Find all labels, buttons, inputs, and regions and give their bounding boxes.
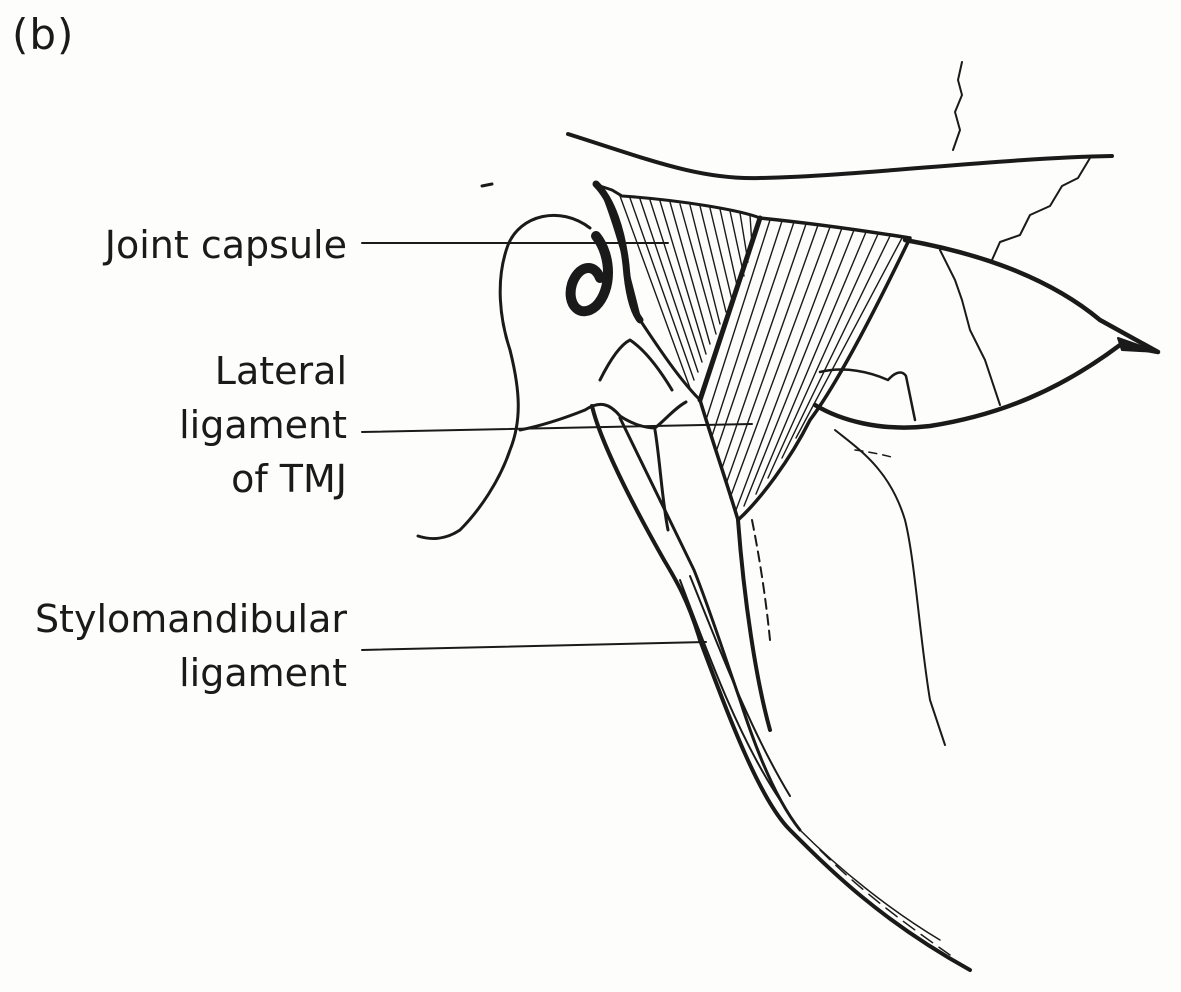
stylomandibular-ligament-line [799, 829, 941, 941]
stylomandibular-ligament-line [819, 849, 951, 956]
leader-line-stylomandibular [361, 641, 707, 651]
callout-text: of TMJ [231, 457, 347, 501]
styloid-process [590, 404, 972, 972]
condylar-neck [736, 518, 772, 732]
callout-stylomandibular-ligament: Stylomandibular ligament [35, 592, 347, 700]
cranial-suture [991, 157, 1091, 261]
zygomatic-arch-outline [566, 132, 1114, 181]
callout-lateral-ligament: Lateral ligament of TMJ [179, 344, 347, 506]
styloid-inner [618, 416, 802, 832]
temporal-bone-outline [518, 400, 688, 432]
panel-label: (b) [12, 10, 75, 59]
stylomandibular-ligament-line [679, 579, 781, 801]
leader-line-lateral-ligament [361, 423, 753, 433]
eminence-tip [1117, 337, 1159, 353]
lateral-ligament-shape [698, 216, 912, 522]
pinna-inner-curl [565, 231, 613, 317]
callout-text: Stylomandibular [34, 597, 347, 641]
callout-text: Lateral [214, 349, 347, 393]
pinna-outline [416, 213, 592, 540]
mandible-inner-contour [834, 429, 946, 746]
cranial-suture [939, 249, 1001, 406]
callout-text: ligament [179, 651, 347, 695]
stylomandibular-ligament-line [689, 575, 791, 797]
cranial-suture [952, 61, 963, 151]
mandible-inner-contour [854, 449, 896, 459]
callout-joint-capsule: Joint capsule [105, 218, 347, 272]
callout-text: Joint capsule [104, 223, 347, 267]
stray-mark [480, 182, 494, 188]
articular-eminence [812, 237, 1161, 430]
callout-text: ligament [179, 403, 347, 447]
temporal-bone-outline [653, 428, 670, 532]
ramus-outline [751, 519, 771, 641]
temporal-bone-outline [598, 338, 674, 392]
